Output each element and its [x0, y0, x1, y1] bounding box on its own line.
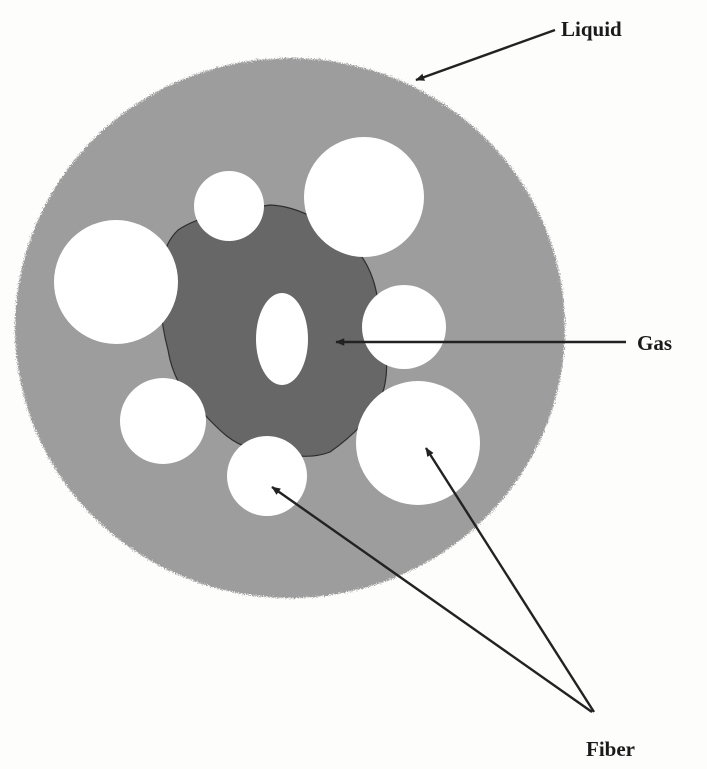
liquid-arrow	[416, 30, 555, 80]
liquid-label: Liquid	[561, 17, 622, 41]
fiber-top-small	[194, 171, 264, 241]
gas-label: Gas	[637, 331, 672, 355]
fiber-left-lower	[120, 378, 206, 464]
fiber-center-oval	[256, 293, 308, 385]
fiber-right-large	[356, 381, 480, 505]
fiber-left-large	[54, 220, 178, 344]
fiber-top-large	[304, 137, 424, 257]
fiber-right-mid	[362, 285, 446, 369]
fiber-label: Fiber	[586, 737, 635, 761]
